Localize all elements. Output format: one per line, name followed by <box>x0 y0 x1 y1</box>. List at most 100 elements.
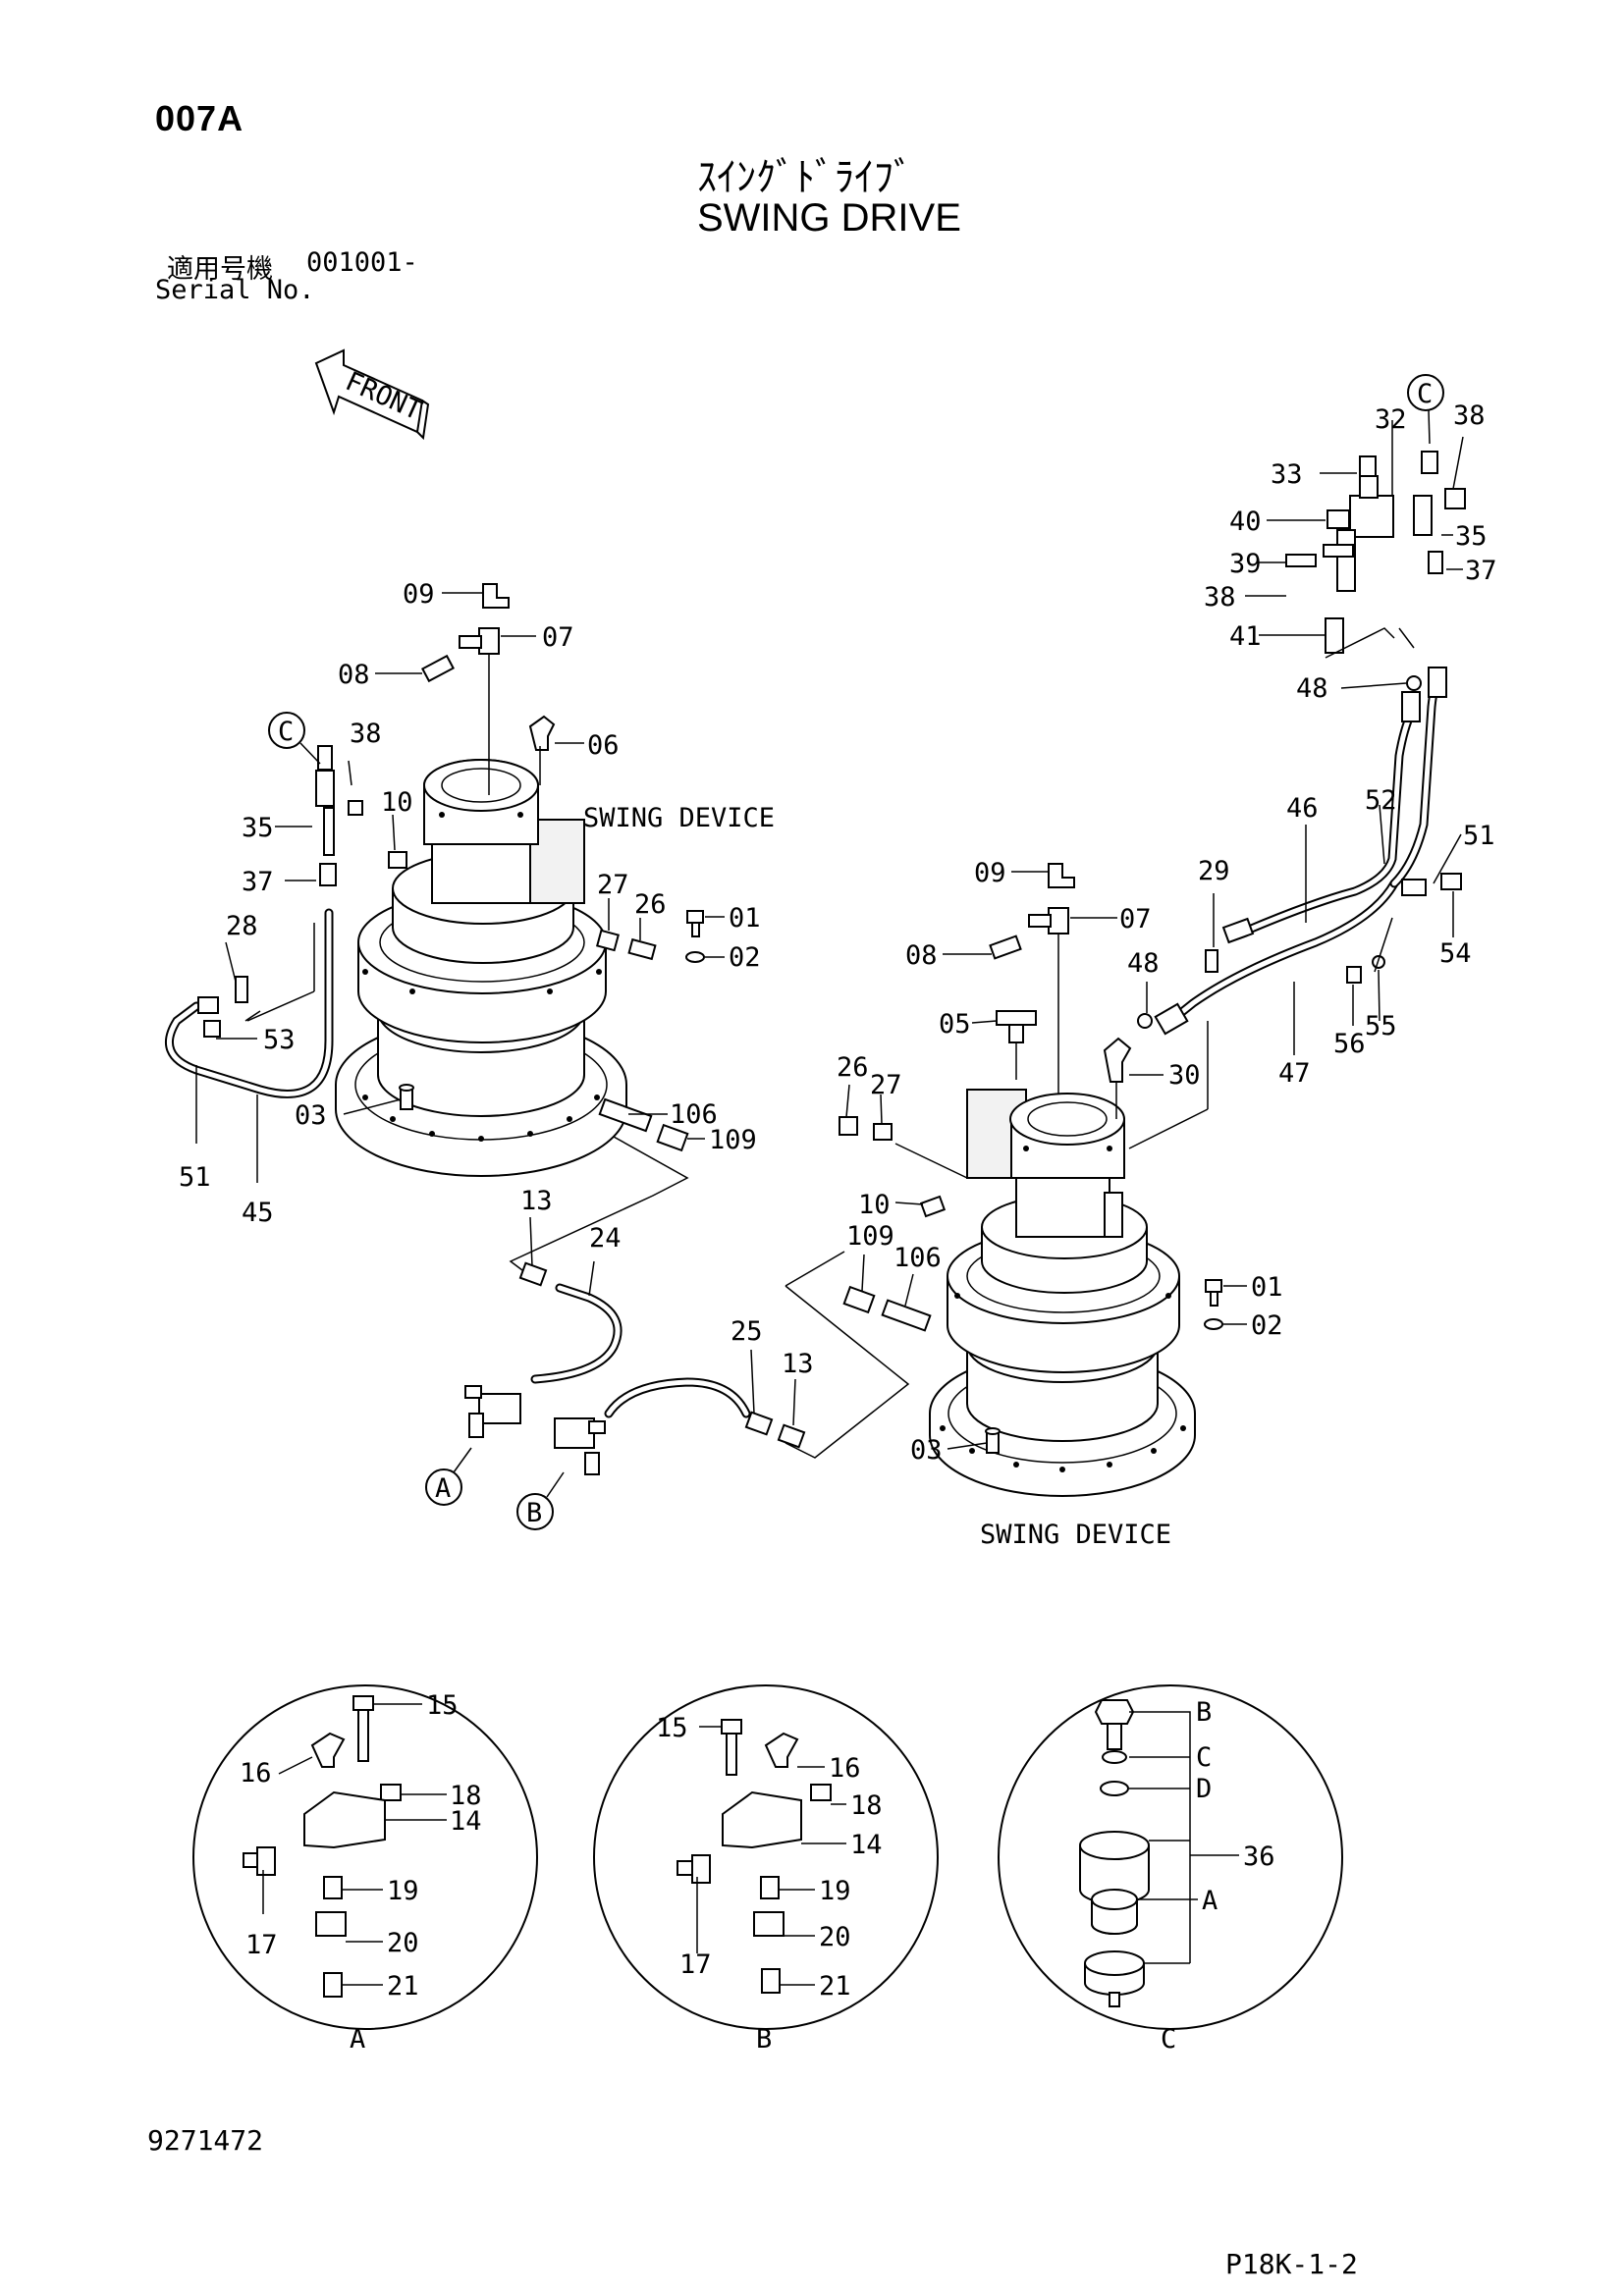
hose-24 <box>530 1283 623 1384</box>
detail-b-callout-18: 18 <box>850 1790 883 1821</box>
fitting-13-left <box>518 1261 548 1287</box>
callout-38-right-top: 38 <box>1453 400 1486 431</box>
callout-35-left: 35 <box>242 813 274 843</box>
callout-25: 25 <box>731 1316 763 1347</box>
detail-b-callout-14: 14 <box>850 1830 883 1860</box>
detail-b-callout-21: 21 <box>819 1971 851 2002</box>
detail-b-callout-20: 20 <box>819 1922 851 1952</box>
callout-45: 45 <box>242 1198 274 1228</box>
callout-51-right: 51 <box>1463 821 1495 851</box>
callout-06: 06 <box>587 730 620 761</box>
detail-c-callout-d: D <box>1196 1774 1212 1804</box>
ref-c-label-left: C <box>278 717 294 747</box>
fitting-10-left <box>388 851 407 869</box>
right-swing-device <box>929 1089 1196 1497</box>
ref-a-circle <box>425 1468 462 1506</box>
detail-a-callout-17: 17 <box>245 1930 278 1960</box>
clamp-51 <box>1401 879 1427 896</box>
fitting-13-right-lower <box>744 1411 806 1449</box>
callout-03-left: 03 <box>295 1100 327 1131</box>
fitting-29-elbow <box>1205 949 1218 973</box>
callout-32: 32 <box>1375 404 1407 435</box>
fitting-05-right <box>996 1010 1037 1043</box>
detail-b-callout-19: 19 <box>819 1876 851 1906</box>
callout-01-right: 01 <box>1251 1272 1283 1303</box>
callout-10-left: 10 <box>381 787 413 818</box>
callout-26-right: 26 <box>837 1052 869 1083</box>
callout-28: 28 <box>226 911 258 941</box>
ref-c-label-right: C <box>1417 379 1433 409</box>
detail-c-callout-36: 36 <box>1243 1842 1275 1872</box>
detail-a-circle <box>192 1684 538 2030</box>
callout-33: 33 <box>1271 459 1303 490</box>
callout-29: 29 <box>1198 856 1230 886</box>
callout-27-right: 27 <box>870 1070 902 1100</box>
callout-48-right: 48 <box>1127 948 1160 979</box>
callout-47: 47 <box>1278 1058 1311 1089</box>
detail-a-callout-18: 18 <box>450 1781 482 1811</box>
washer-02-right <box>1204 1318 1223 1330</box>
callout-55: 55 <box>1365 1011 1397 1041</box>
detail-b-circle <box>593 1684 939 2030</box>
callout-35-right: 35 <box>1455 521 1488 552</box>
fitting-08-right <box>989 934 1022 960</box>
detail-b-callout-15: 15 <box>656 1713 688 1743</box>
detail-b-parts <box>677 1719 832 1994</box>
page-reference: P18K-1-2 <box>1225 2248 1358 2280</box>
tee-07-right <box>1028 907 1069 934</box>
ref-c-circle-right <box>1407 374 1444 411</box>
callout-13-right: 13 <box>782 1349 814 1379</box>
detail-a-label: A <box>350 2024 365 2055</box>
callout-08-right: 08 <box>905 940 938 971</box>
callout-109-left: 109 <box>709 1125 757 1155</box>
callout-37-right: 37 <box>1465 556 1497 586</box>
detail-b-callout-16: 16 <box>829 1753 861 1784</box>
serial-value: 001001- <box>306 247 418 278</box>
detail-a-parts <box>243 1695 402 1998</box>
fitting-106-109-left <box>598 1097 689 1152</box>
detail-a-callout-19: 19 <box>387 1876 419 1906</box>
callout-109-right: 109 <box>846 1221 894 1252</box>
callout-02-right: 02 <box>1251 1310 1283 1341</box>
page-title: SWING DRIVE <box>697 196 961 240</box>
callout-07-right: 07 <box>1119 904 1152 934</box>
callout-02-left: 02 <box>729 942 761 973</box>
detail-a-callout-14: 14 <box>450 1806 482 1837</box>
fitting-28-53-left <box>197 976 248 1038</box>
serial-label: Serial No. <box>155 275 315 305</box>
elbow-30-right <box>1103 1037 1132 1083</box>
detail-c-callout-a: A <box>1202 1886 1218 1916</box>
fitting-hose-end-52 <box>1428 667 1447 698</box>
swing-device-label-left: SWING DEVICE <box>583 803 775 833</box>
callout-37-left: 37 <box>242 867 274 897</box>
callout-08: 08 <box>338 660 370 690</box>
ref-c-circle-left <box>268 712 305 749</box>
fitting-hose-end-46 <box>1401 691 1421 722</box>
page-code: 007A <box>155 98 244 138</box>
elbow-06-left <box>528 715 556 751</box>
detail-a-callout-20: 20 <box>387 1928 419 1958</box>
callout-56: 56 <box>1333 1029 1366 1059</box>
block-a-ref <box>464 1385 521 1438</box>
callout-09-right: 09 <box>974 858 1006 888</box>
fitting-09-right <box>1048 863 1075 888</box>
o-ring-48-upper <box>1406 675 1422 691</box>
washer-02-left <box>685 951 705 963</box>
detail-a-callout-16: 16 <box>240 1758 272 1789</box>
connector-block-c-left <box>315 745 363 856</box>
fitting-27-26-left <box>596 929 657 961</box>
callout-38-right-mid: 38 <box>1204 582 1236 613</box>
tee-07-left <box>459 627 500 655</box>
ref-a-label: A <box>435 1473 451 1504</box>
nut-56 <box>1346 966 1362 984</box>
detail-a-callout-15: 15 <box>426 1690 459 1721</box>
detail-c-callout-b: B <box>1196 1697 1212 1728</box>
bracket-assembly-c-right <box>1285 451 1466 654</box>
ref-b-circle <box>516 1493 554 1530</box>
bolt-54 <box>1440 873 1462 890</box>
callout-30: 30 <box>1168 1060 1201 1091</box>
ref-b-label: B <box>526 1498 542 1528</box>
callout-10-right: 10 <box>858 1190 891 1220</box>
callout-54: 54 <box>1439 938 1472 969</box>
